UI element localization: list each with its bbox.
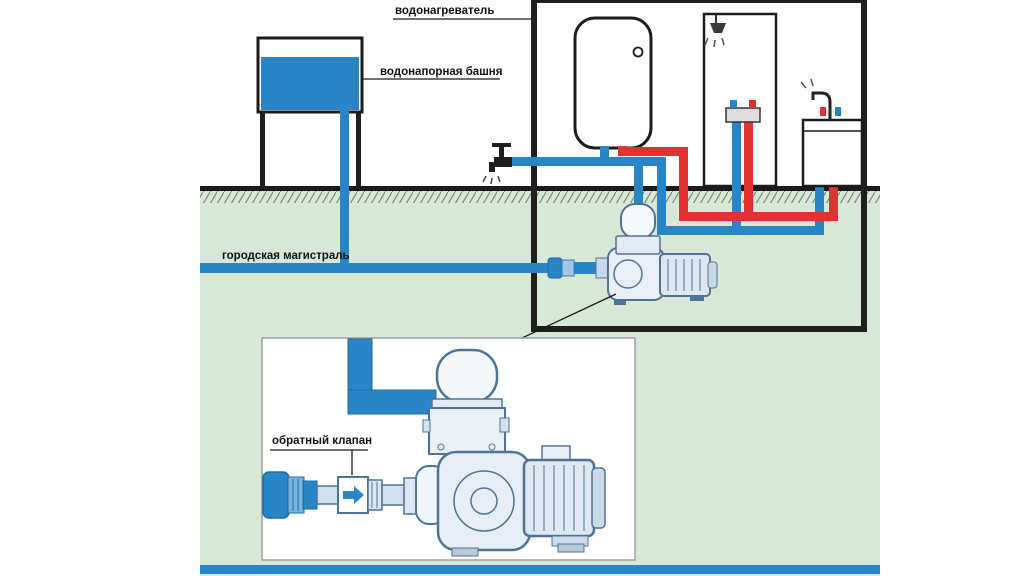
shower-head-icon [710,23,726,33]
inset-pump-casing-ring [453,470,515,532]
cold-pipe-pump-riser [634,163,643,206]
union-nut [367,479,383,511]
sink-spray-dash [810,78,814,87]
water-heater-tank [573,16,653,150]
tower-water-level [261,57,359,110]
inset-supply-pipe-elbow [347,389,437,415]
inset-control-port [499,417,510,433]
inset-motor-cap [591,467,606,529]
hot-pipe-basement-run [679,212,838,221]
outdoor-tap [482,143,512,185]
bottom-water-line [200,565,880,574]
tap-handle [492,143,511,147]
hot-pipe-sink-riser [829,186,838,221]
sink [800,78,864,188]
inset-motor-pad [557,543,585,553]
suction-pipe [316,485,340,505]
shower-mixer [725,100,761,123]
city-main-pipe [200,263,550,273]
ground-hatch [200,191,880,203]
house-wall-right [861,0,867,332]
pressure-control-dome [620,203,656,239]
pump-motor-fins [667,259,701,291]
house-wall-top [531,0,867,3]
compression-fitting-nut [302,480,318,510]
hot-pipe-drop [679,147,688,221]
tower-leg-left [260,112,265,188]
check-valve-arrow-icon [343,486,364,504]
tap-spray-dash [490,177,493,185]
inset-detail-box: обратный клапан [261,337,636,561]
mixer-cold-handle [730,100,737,108]
ground-line [200,186,880,191]
heater-thermostat-icon [632,46,644,58]
cold-pipe-main-horizontal [506,157,666,166]
motor-foot [690,296,704,301]
pump-inlet-nut [595,257,609,279]
pump-inlet-coupling [547,257,563,279]
tap-body-icon [494,157,512,167]
tap-stem [499,147,504,159]
hot-pipe-horizontal [618,147,688,156]
pump-station [547,203,718,305]
cold-pipe-heater-inlet [600,146,609,159]
tap-spray-dash [497,175,501,183]
pump-inlet-union [561,259,575,277]
mixer-body [725,107,761,123]
hot-pipe-shower-riser [744,120,753,221]
hot-water-pipes [618,120,838,221]
inset-control-dome [435,348,499,404]
pump-volute [607,247,665,301]
inset-motor-fins [533,465,585,531]
tap-spout [489,162,495,172]
shower-spray-dash [721,37,725,46]
cold-water-pipes [506,120,824,235]
inset-control-body [428,407,506,455]
cold-pipe-basement-drop [657,163,666,235]
shower-spray-dash [713,39,716,48]
sink-faucet [811,91,832,120]
water-heater [573,16,653,150]
label-city-main: городская магистраль [222,250,350,262]
mixer-hot-handle [749,100,756,108]
label-water-heater: водонагреватель [395,5,494,17]
pump-inlet-pipe [574,262,596,274]
tower-leg-right [356,112,361,188]
cold-pipe-sink-riser [815,186,824,235]
inset-control-screw [488,443,496,451]
water-tower [256,36,364,273]
pump-motor-cap [707,261,718,289]
cold-pipe-shower-riser [732,120,741,235]
inset-control-gland [422,419,431,433]
house-wall-bottom [531,326,867,332]
compression-fitting-body [262,471,290,519]
compression-fitting-collar [287,476,305,514]
inset-pump-casing [436,450,532,552]
shower-spray-dash [704,37,709,46]
sink-hot-handle [820,107,826,116]
sink-cold-handle [835,107,841,116]
pump-volute-cap [613,259,643,289]
sink-cabinet [801,118,864,188]
tap-spray-dash [482,175,487,183]
inset-pump-casing-hub [470,487,498,515]
sink-spray-dash [800,81,807,89]
inset-pump-foot [451,547,479,557]
pressure-control-body [615,235,661,255]
label-water-tower: водонапорная башня [380,66,502,78]
diagram-labels: водонагреватель водонапорная башня город… [222,5,535,262]
label-check-valve: обратный клапан [272,435,372,447]
pump-foot [614,300,626,305]
suction-pipe-2 [381,484,407,506]
tower-down-pipe [340,110,349,273]
inset-control-screw [437,443,445,451]
